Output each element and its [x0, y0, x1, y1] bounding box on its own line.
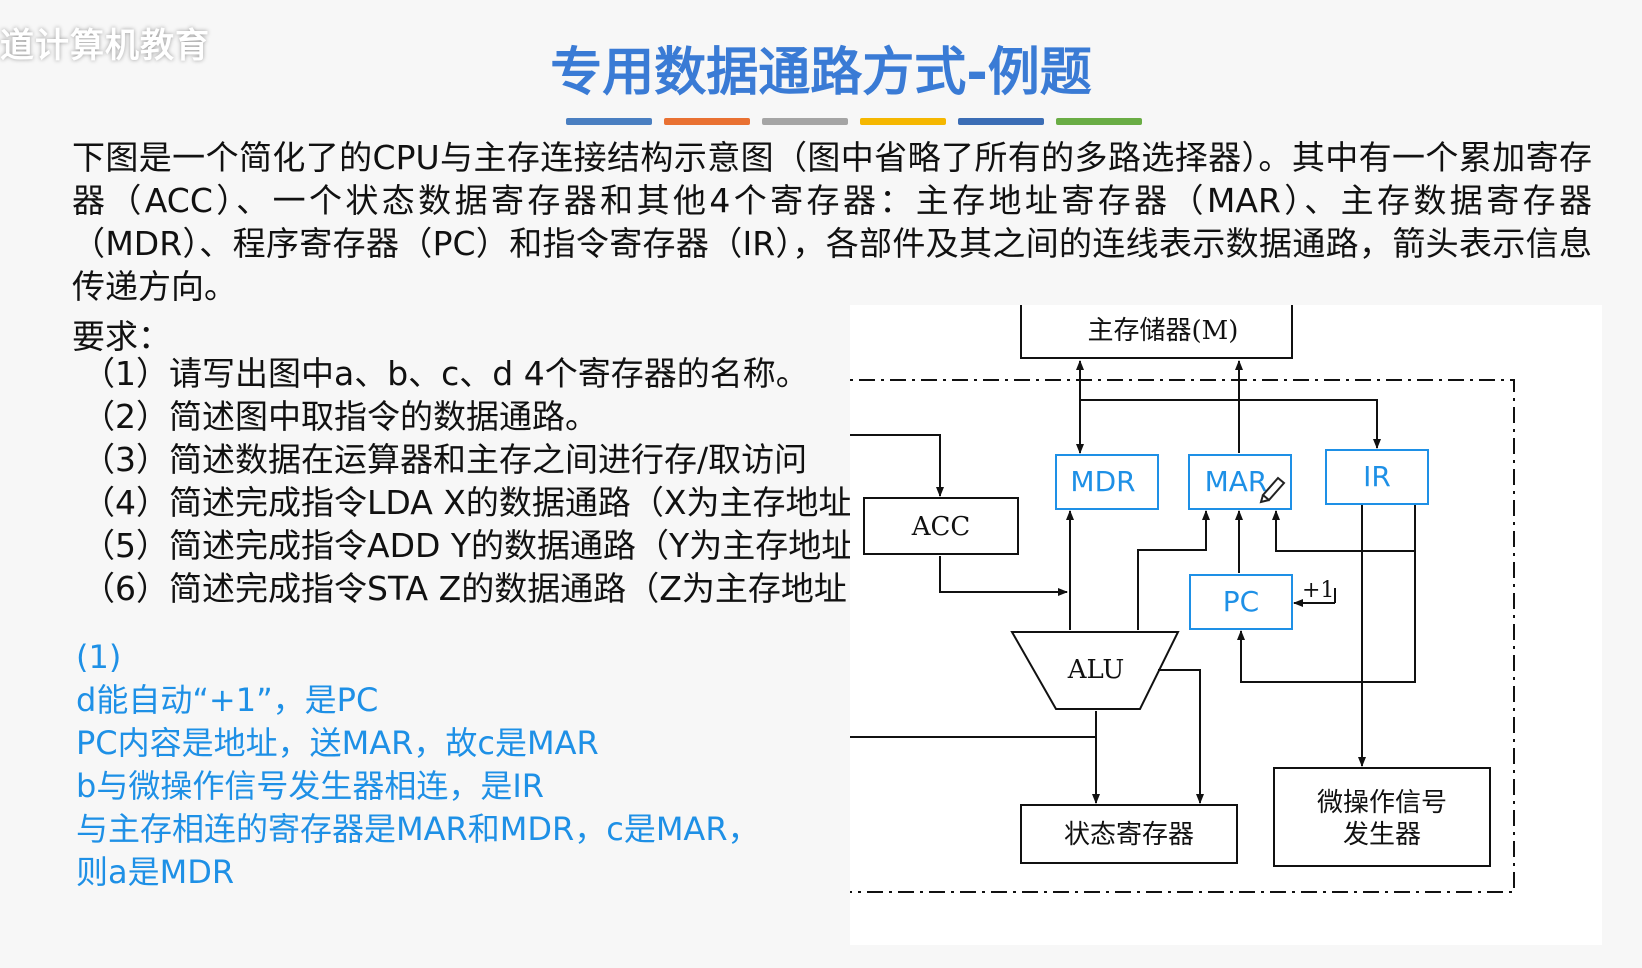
acc-label: ACC [911, 512, 971, 542]
requirement-item: （1）请写出图中a、b、c、d 4个寄存器的名称。 [82, 354, 809, 393]
color-bar [566, 118, 652, 125]
main-memory-label: 主存储器(M) [1088, 316, 1239, 346]
pc-increment-label: +1 [1302, 578, 1334, 603]
status-register-label: 状态寄存器 [1064, 820, 1194, 850]
slide-title: 专用数据通路方式-例题 [550, 43, 1092, 103]
micro-op-generator-box [1273, 767, 1491, 867]
answer-line: 与主存相连的寄存器是MAR和MDR，c是MAR， [76, 810, 760, 848]
mdr-box [1055, 454, 1159, 510]
answer-line: 则a是MDR [76, 853, 235, 891]
status-register-box [1020, 804, 1238, 864]
micro-op-generator-label-2: 发生器 [1343, 820, 1421, 850]
color-bar [664, 118, 750, 125]
color-bar [1056, 118, 1142, 125]
answer-line: PC内容是地址，送MAR，故c是MAR [76, 724, 599, 762]
pc-label: PC [1223, 585, 1259, 618]
requirement-item: （4）简述完成指令LDA X的数据通路（X为主存地址 [82, 483, 852, 522]
requirement-item: （5）简述完成指令ADD Y的数据通路（Y为主存地址 [82, 526, 852, 565]
ir-box [1325, 449, 1429, 505]
acc-box [863, 497, 1019, 555]
mar-label: MAR [1205, 465, 1268, 498]
cpu-memory-diagram: 主存储器(M) MDR MAR IR ACC PC +1 ALU 状态寄存器 微… [850, 305, 1602, 945]
ir-label: IR [1363, 460, 1391, 493]
mdr-label: MDR [1070, 465, 1135, 498]
data-paths [850, 360, 1416, 804]
watermark-logo: 道计算机教育 [0, 26, 210, 66]
pc-box [1189, 574, 1293, 630]
problem-statement: 下图是一个简化了的CPU与主存连接结构示意图（图中省略了所有的多路选择器）。其中… [72, 138, 1592, 306]
alu-label: ALU [1067, 655, 1125, 685]
requirements-heading: 要求： [72, 317, 171, 356]
diagram-svg: 主存储器(M) MDR MAR IR ACC PC +1 ALU 状态寄存器 微… [850, 305, 1602, 945]
requirements-list: （1）请写出图中a、b、c、d 4个寄存器的名称。 （2）简述图中取指令的数据通… [82, 352, 852, 610]
requirement-item: （3）简述数据在运算器和主存之间进行存/取访问 [82, 440, 808, 479]
requirement-item: （6）简述完成指令STA Z的数据通路（Z为主存地址 [82, 569, 847, 608]
color-bar [958, 118, 1044, 125]
answer-line: b与微操作信号发生器相连，是IR [76, 767, 544, 805]
requirement-item: （2）简述图中取指令的数据通路。 [82, 397, 598, 436]
color-bar [762, 118, 848, 125]
alu-shape [1010, 631, 1180, 710]
color-bar [860, 118, 946, 125]
answer-line: d能自动“+1”，是PC [76, 681, 379, 719]
title-color-bars [566, 118, 1142, 125]
cpu-boundary [850, 379, 1515, 893]
answer-heading: (1) [76, 638, 122, 676]
answer-block: (1) d能自动“+1”，是PC PC内容是地址，送MAR，故c是MAR b与微… [76, 636, 760, 894]
micro-op-generator-label-1: 微操作信号 [1317, 788, 1447, 818]
pencil-icon [1259, 476, 1286, 504]
main-memory-box [1020, 305, 1293, 359]
